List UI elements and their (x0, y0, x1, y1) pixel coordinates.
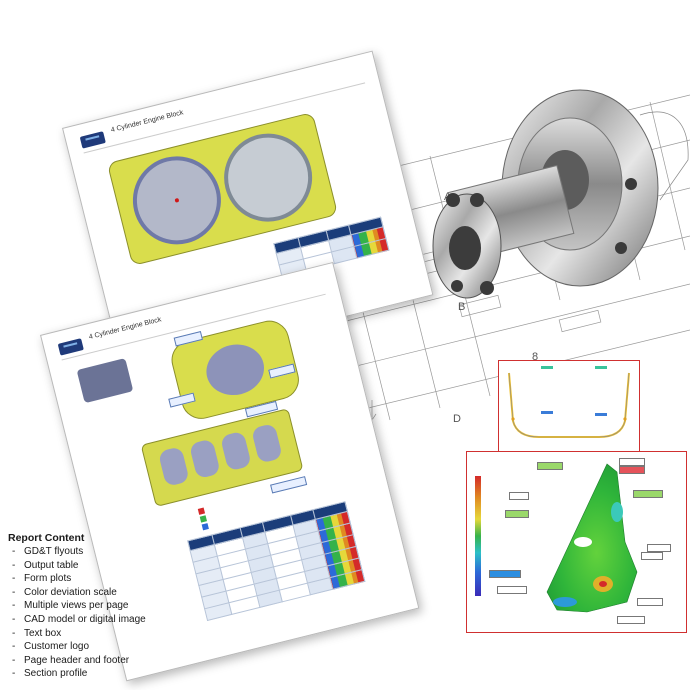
deviation-tag (633, 490, 663, 498)
deviation-tag (489, 570, 521, 578)
deviation-tag (505, 510, 529, 518)
cad-flange-model (432, 89, 659, 299)
blueprint-label-d: D (453, 413, 461, 425)
report-content-items: GD&T flyouts Output table Form plots Col… (8, 545, 146, 681)
section-profile-inset (498, 360, 640, 454)
deviation-tag (497, 586, 527, 594)
report-content-title: Report Content (8, 532, 85, 544)
list-item: Multiple views per page (8, 599, 146, 613)
color-deviation-inset (466, 451, 687, 633)
blueprint-label-b: B (458, 301, 465, 313)
report-content-list: Report Content GD&T flyouts Output table… (8, 532, 146, 681)
list-item: Page header and footer (8, 654, 146, 668)
list-item: Output table (8, 559, 146, 573)
deviation-tag (647, 544, 671, 552)
deviation-tag (509, 492, 529, 500)
deviation-tag (637, 598, 663, 606)
deviation-tag (619, 466, 645, 474)
list-item: Form plots (8, 572, 146, 586)
blueprint-label-8: 8 (532, 351, 538, 363)
list-item: Section profile (8, 667, 146, 681)
list-item: Text box (8, 627, 146, 641)
list-item: CAD model or digital image (8, 613, 146, 627)
list-item: GD&T flyouts (8, 545, 146, 559)
list-item: Color deviation scale (8, 586, 146, 600)
deviation-tag (619, 458, 645, 466)
color-map-model (546, 463, 638, 613)
deviation-tag (617, 616, 645, 624)
deviation-tag (641, 552, 663, 560)
color-deviation-scale (475, 476, 481, 596)
section-profile-plot (508, 366, 630, 438)
list-item: Customer logo (8, 640, 146, 654)
deviation-tag (537, 462, 563, 470)
